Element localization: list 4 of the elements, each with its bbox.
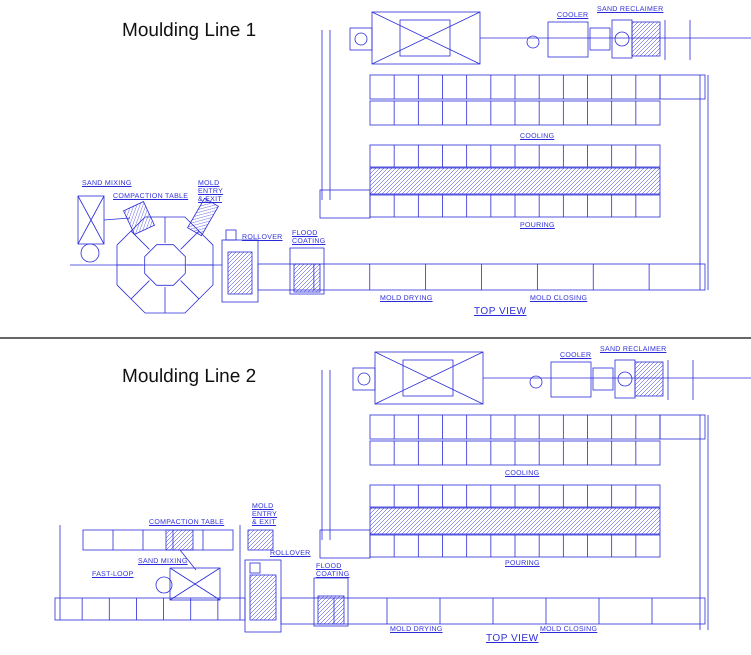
view-label: TOP VIEW [486,633,539,644]
panel-heading: Moulding Line 2 [122,366,256,388]
view-label: TOP VIEW [474,306,527,317]
panel-heading: Moulding Line 1 [122,20,256,42]
